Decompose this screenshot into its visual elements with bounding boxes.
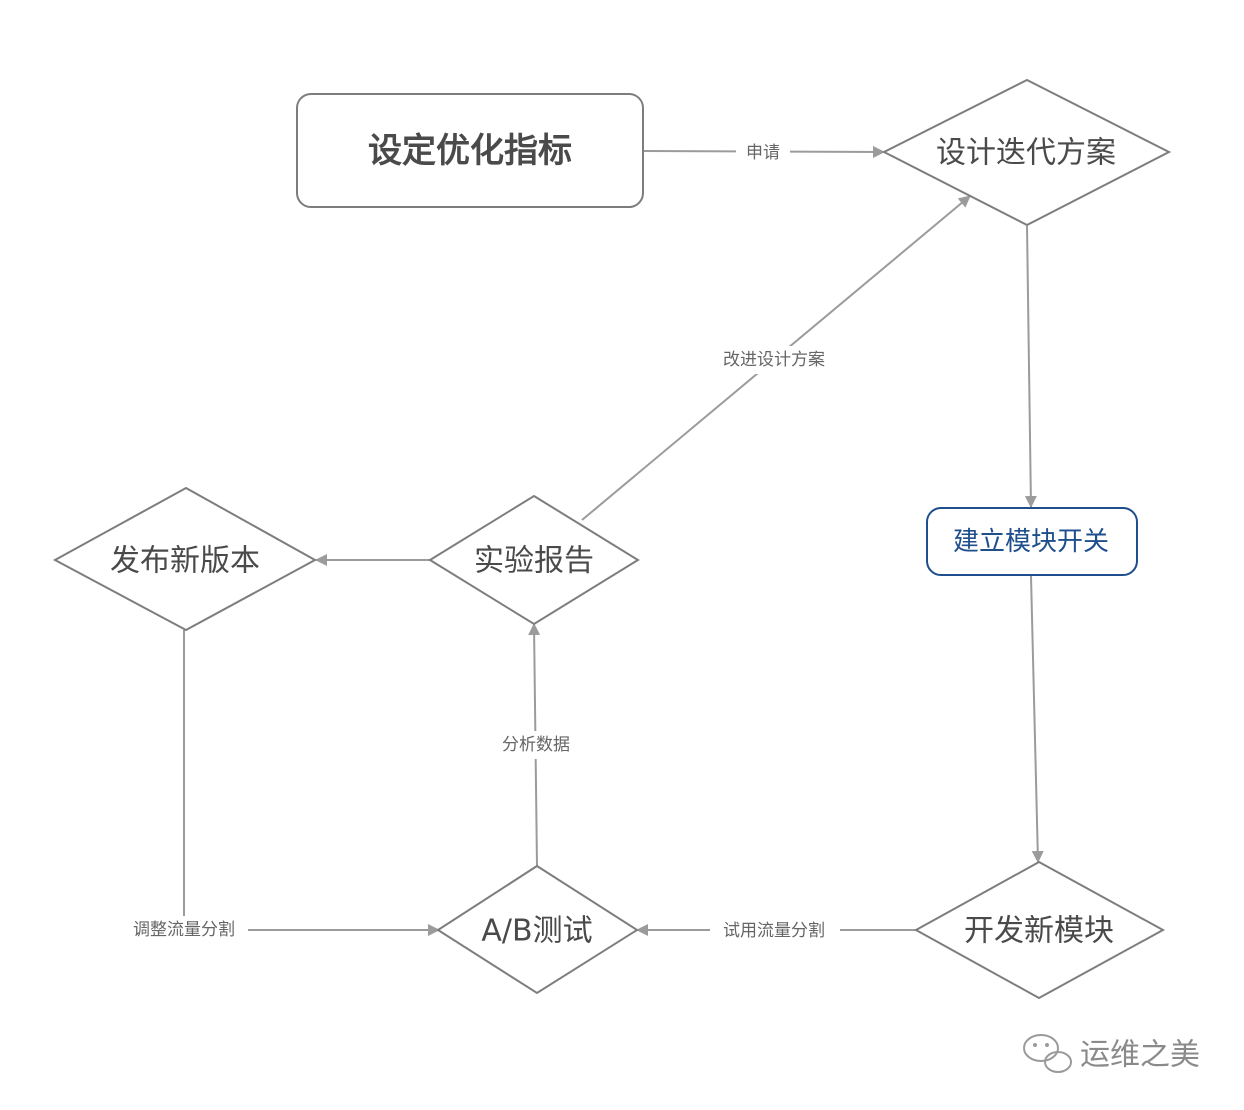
node-label-set-metrics: 设定优化指标 bbox=[368, 131, 572, 171]
node-experiment-report: 实验报告 bbox=[428, 494, 640, 626]
edge-label-improve-design: 改进设计方案 bbox=[723, 350, 825, 370]
node-release-version: 发布新版本 bbox=[52, 486, 318, 632]
node-label-build-switch: 建立模块开关 bbox=[953, 527, 1109, 557]
edge-switch-to-develop bbox=[1030, 575, 1044, 863]
node-design-plan: 设计迭代方案 bbox=[881, 78, 1172, 227]
node-build-switch: 建立模块开关 bbox=[926, 507, 1138, 576]
watermark: 运维之美 bbox=[1023, 1034, 1200, 1073]
node-develop-module: 开发新模块 bbox=[913, 860, 1166, 1000]
edge-label-apply: 申请 bbox=[746, 143, 780, 163]
watermark-text: 运维之美 bbox=[1080, 1038, 1200, 1073]
node-label-design-plan: 设计迭代方案 bbox=[936, 136, 1116, 171]
edge-adjust-traffic bbox=[183, 630, 440, 936]
node-set-metrics: 设定优化指标 bbox=[296, 93, 644, 208]
node-label-experiment-report: 实验报告 bbox=[474, 544, 594, 579]
node-label-ab-test: A/B测试 bbox=[481, 914, 592, 949]
wechat-icon bbox=[1023, 1034, 1072, 1073]
edge-label-trial-traffic: 试用流量分割 bbox=[723, 921, 825, 941]
node-label-release-version: 发布新版本 bbox=[110, 544, 260, 579]
node-ab-test: A/B测试 bbox=[436, 864, 639, 995]
edge-label-adjust-traffic: 调整流量分割 bbox=[133, 920, 235, 940]
edges bbox=[183, 145, 1044, 936]
edge-labels: 申请 改进设计方案 分析数据 试用流量分割 调整流量分割 bbox=[118, 140, 840, 945]
node-label-develop-module: 开发新模块 bbox=[964, 914, 1114, 949]
edge-design-to-switch bbox=[1024, 225, 1037, 508]
edge-label-analyze-data: 分析数据 bbox=[502, 735, 570, 755]
